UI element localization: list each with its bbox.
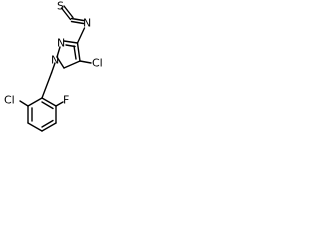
atom-fluorine-phenyl-label: F xyxy=(63,94,69,107)
bond-c-n-double-a xyxy=(70,17,85,22)
bond-c3-c4-inner xyxy=(73,45,77,60)
atom-sulfur-label: S xyxy=(57,0,64,13)
atom-nitrogen-isothiocyanate-label: N xyxy=(83,17,91,30)
chemical-structure: S N N N Cl Cl F xyxy=(4,0,103,132)
atom-chlorine-pyrazole-label: Cl xyxy=(92,57,103,70)
bond-ph-f xyxy=(55,101,64,107)
bond-ph-c3-c4 xyxy=(27,122,43,132)
bond-ph-cl xyxy=(19,100,29,107)
bond-n2-c3-inner xyxy=(65,44,76,48)
bond-s-c-double-b xyxy=(63,5,74,19)
atom-nitrogen-ring-top-label: N xyxy=(57,37,65,50)
bond-ph-c6-c1 xyxy=(41,97,57,107)
bond-c4-cl xyxy=(79,60,92,64)
bond-n-c3 xyxy=(76,27,86,44)
bond-ph-c4-c5 xyxy=(41,122,57,132)
bond-ph-c6-c1-inner xyxy=(41,101,54,110)
bond-n1-n2 xyxy=(56,46,61,58)
bond-c4-c5 xyxy=(63,60,81,69)
bond-n2-c3 xyxy=(63,40,79,44)
atom-nitrogen-ring-bottom-label: N xyxy=(51,54,59,67)
bond-c5-n1 xyxy=(56,56,65,69)
bond-n1-ch2 xyxy=(50,62,56,74)
bond-c3-c4 xyxy=(76,42,81,62)
bond-c-n-double-b xyxy=(70,20,85,25)
bond-ch2-phenyl xyxy=(41,72,53,99)
bond-ph-c1-c2 xyxy=(27,97,43,107)
bond-ph-c4-c5-inner xyxy=(41,119,54,128)
bond-s-c-double-a xyxy=(60,7,72,21)
atom-chlorine-phenyl-label: Cl xyxy=(4,94,15,107)
